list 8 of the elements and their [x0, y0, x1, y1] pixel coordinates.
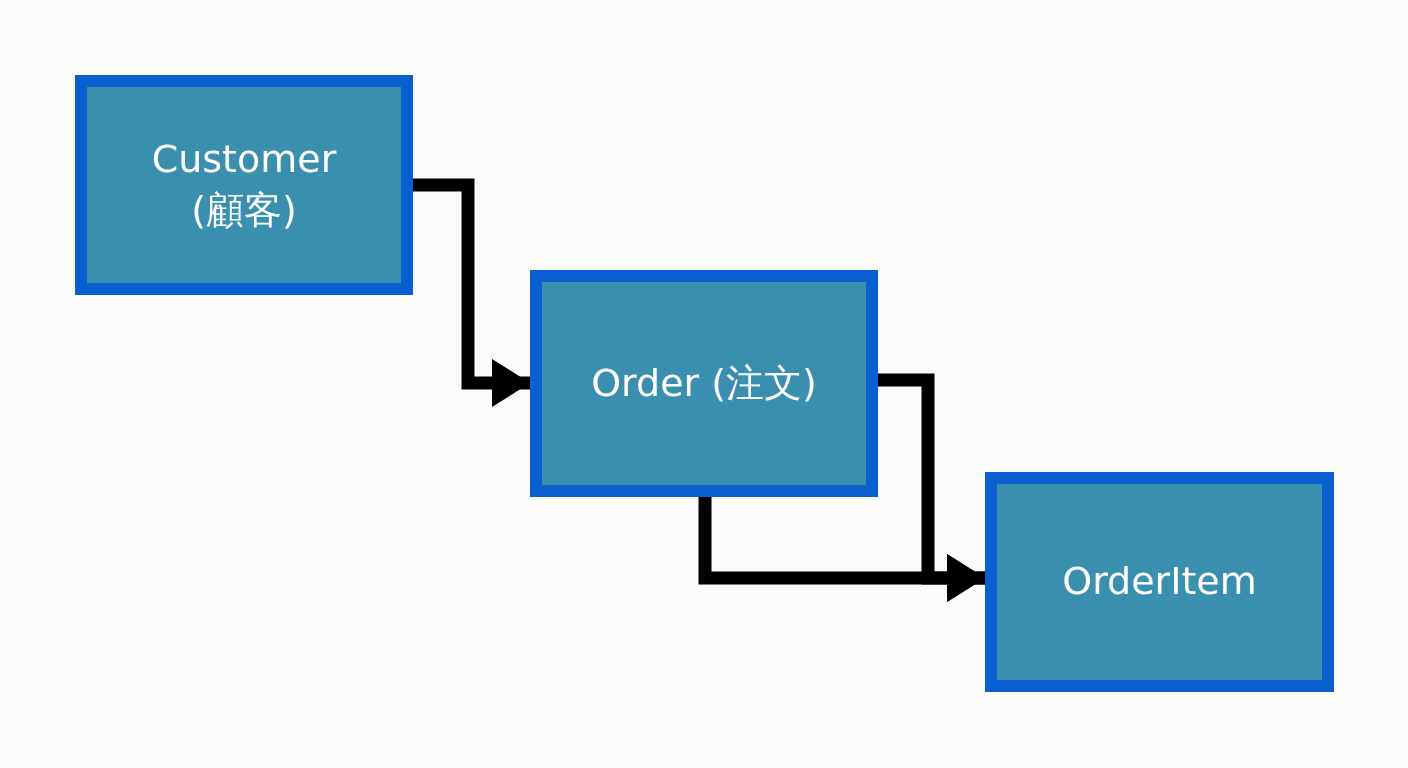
entity-box [530, 270, 878, 497]
arrow [413, 178, 530, 407]
entity-box [985, 472, 1334, 692]
entity-name: Order (注文) [590, 359, 818, 407]
entity-name: Customer (顧客) [150, 135, 338, 234]
entity-name: OrderItem [1061, 558, 1258, 606]
arrow [698, 497, 985, 602]
entity-box [75, 75, 413, 295]
